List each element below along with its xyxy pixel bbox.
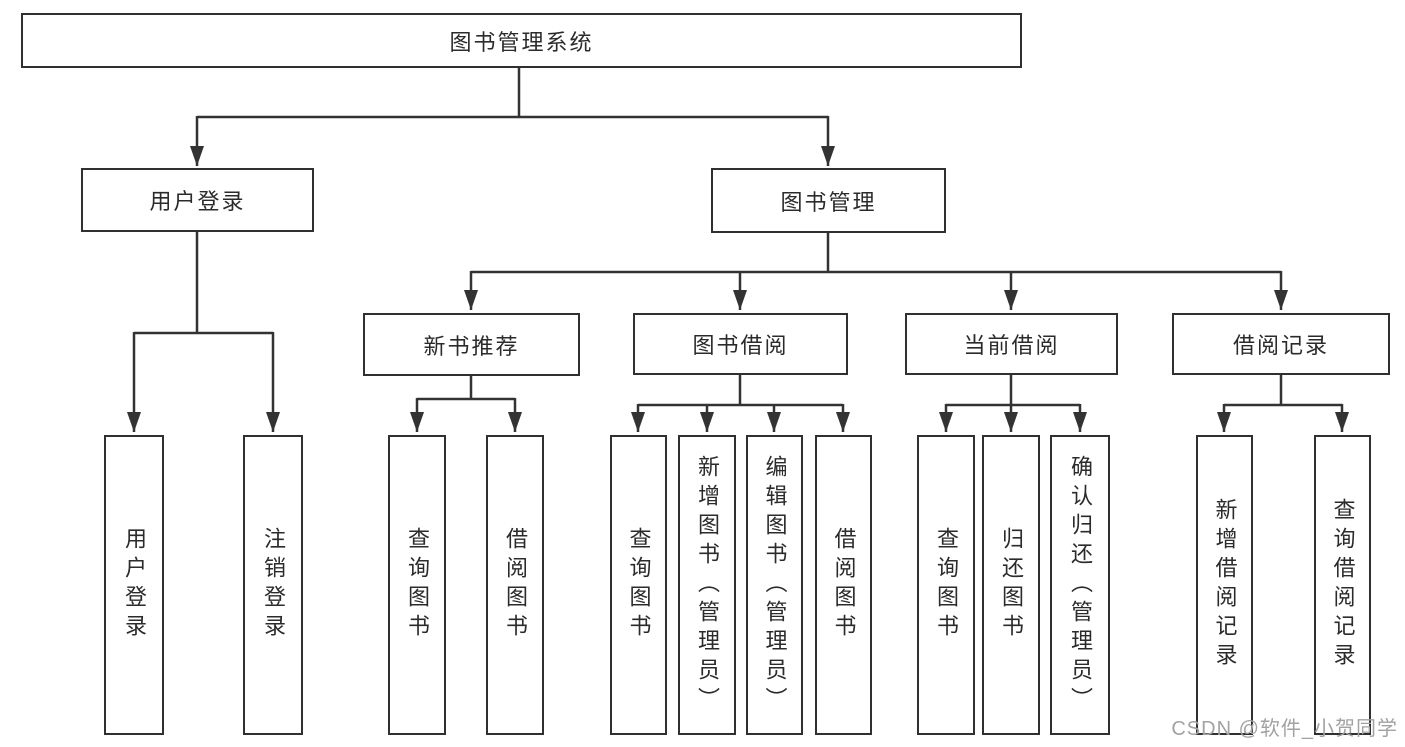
leaf-add-borrow-record-label: 新增借阅记录 xyxy=(1212,498,1238,672)
node-book-management: 图书管理 xyxy=(711,168,946,233)
leaf-add-books-admin-label: 新增图书（管理员） xyxy=(695,454,720,716)
node-borrow-records: 借阅记录 xyxy=(1172,313,1390,375)
leaf-return-books-label: 归还图书 xyxy=(999,527,1024,643)
leaf-borrow-books-recommend: 借阅图书 xyxy=(486,435,544,735)
node-user-login: 用户登录 xyxy=(81,168,314,232)
leaf-edit-books-admin: 编辑图书（管理员） xyxy=(746,435,803,735)
leaf-return-books: 归还图书 xyxy=(982,435,1040,735)
leaf-query-books-borrowing: 查询图书 xyxy=(610,435,667,735)
node-book-borrowing: 图书借阅 xyxy=(633,313,848,375)
leaf-confirm-return-admin-label: 确认归还（管理员） xyxy=(1068,454,1093,716)
leaf-user-login-label: 用户登录 xyxy=(122,527,147,643)
leaf-query-books-current: 查询图书 xyxy=(917,435,975,735)
leaf-borrow-books-recommend-label: 借阅图书 xyxy=(503,527,528,643)
node-current-borrowing: 当前借阅 xyxy=(905,313,1118,375)
leaf-user-login: 用户登录 xyxy=(104,435,164,735)
csdn-watermark: CSDN @软件_小贺同学 xyxy=(1171,718,1398,740)
leaf-query-borrow-record: 查询借阅记录 xyxy=(1314,435,1371,735)
leaf-add-borrow-record: 新增借阅记录 xyxy=(1196,435,1253,735)
leaf-query-books-recommend: 查询图书 xyxy=(388,435,446,735)
leaf-query-books-recommend-label: 查询图书 xyxy=(405,527,430,643)
leaf-add-books-admin: 新增图书（管理员） xyxy=(678,435,736,735)
leaf-logout-label: 注销登录 xyxy=(261,527,286,643)
leaf-borrow-books-label: 借阅图书 xyxy=(831,527,857,643)
leaf-query-borrow-record-label: 查询借阅记录 xyxy=(1330,498,1356,672)
leaf-confirm-return-admin: 确认归还（管理员） xyxy=(1050,435,1110,735)
leaf-borrow-books: 借阅图书 xyxy=(815,435,872,735)
leaf-logout: 注销登录 xyxy=(243,435,303,735)
leaf-query-books-borrowing-label: 查询图书 xyxy=(626,527,652,643)
leaf-edit-books-admin-label: 编辑图书（管理员） xyxy=(762,454,788,716)
leaf-query-books-current-label: 查询图书 xyxy=(934,527,959,643)
node-library-management-system: 图书管理系统 xyxy=(21,13,1022,68)
node-new-book-recommend: 新书推荐 xyxy=(363,313,580,376)
